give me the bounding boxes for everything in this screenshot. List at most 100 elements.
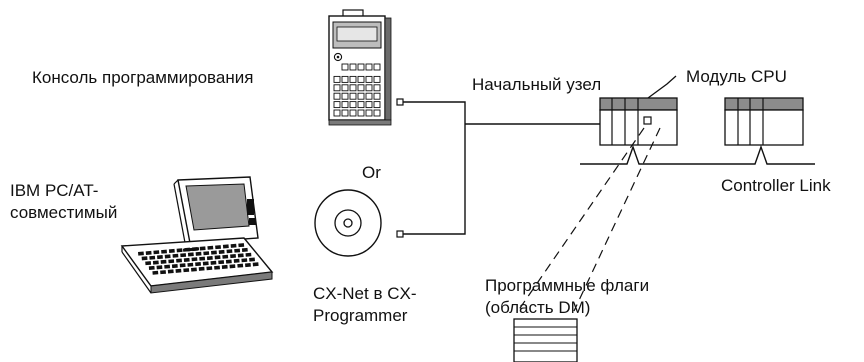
laptop-key <box>148 265 155 270</box>
laptop-key <box>252 262 259 267</box>
console-key <box>357 109 365 117</box>
laptop-key <box>153 250 160 255</box>
console-key <box>349 84 357 92</box>
console-key <box>365 92 373 100</box>
dm-dashed-lines <box>517 127 661 312</box>
laptop-key <box>161 249 167 254</box>
laptop-key <box>237 263 244 268</box>
laptop-key <box>141 256 148 261</box>
controller-link-label: Controller Link <box>721 176 831 195</box>
console-label: Консоль программирования <box>32 68 254 87</box>
plc-rack-icon <box>724 97 804 146</box>
laptop-key <box>168 259 175 264</box>
laptop-key <box>241 247 248 252</box>
console-key <box>333 109 341 117</box>
cd-port-icon <box>396 230 404 238</box>
cxnet-label-line1: CX-Net в CX- <box>313 284 417 303</box>
cpu-module-label: Модуль CPU <box>686 67 787 86</box>
laptop-key <box>238 243 245 248</box>
console-key <box>333 84 341 92</box>
laptop-key <box>225 259 232 264</box>
laptop-key <box>145 250 152 255</box>
laptop-key <box>218 260 225 265</box>
laptop-key <box>160 259 167 264</box>
laptop-computer-icon <box>120 176 274 294</box>
laptop-key <box>226 249 233 254</box>
laptop-key <box>157 255 163 260</box>
laptop-key <box>156 265 163 270</box>
laptop-key <box>245 263 251 268</box>
laptop-key <box>237 253 244 258</box>
cpu-leader-line <box>647 75 677 99</box>
laptop-key <box>229 264 236 269</box>
laptop-key <box>222 244 229 249</box>
dm-memory-table-icon <box>513 318 578 362</box>
laptop-key <box>164 264 171 269</box>
laptop-key <box>191 267 197 272</box>
console-key <box>365 75 373 83</box>
laptop-key <box>199 256 206 261</box>
laptop-key <box>184 247 191 252</box>
console-key <box>349 92 357 100</box>
laptop-key <box>175 268 182 273</box>
laptop-key <box>192 247 198 252</box>
console-key <box>341 63 349 71</box>
laptop-key <box>164 254 171 259</box>
programming-console-icon <box>328 9 392 126</box>
laptop-key <box>203 251 210 256</box>
laptop-key <box>198 266 205 271</box>
laptop-key <box>152 260 159 265</box>
laptop-key <box>195 251 202 256</box>
laptop-key <box>183 257 190 262</box>
console-key <box>357 92 365 100</box>
cxnet-label-line2: Programmer <box>313 306 408 325</box>
console-key <box>341 92 349 100</box>
laptop-key <box>214 255 221 260</box>
laptop-key <box>230 254 236 259</box>
or-label: Or <box>362 163 381 182</box>
pc-label-line1: IBM PC/AT- <box>10 181 99 200</box>
laptop-key <box>202 261 209 266</box>
start-node-label: Начальный узел <box>472 75 602 94</box>
laptop-key <box>187 252 194 257</box>
pc-label-line2: совместимый <box>10 203 118 222</box>
laptop-key <box>168 248 175 253</box>
laptop-key <box>206 266 213 271</box>
laptop-key <box>167 269 174 274</box>
console-key <box>357 75 365 83</box>
flags-label-line1: Программные флаги <box>485 276 650 295</box>
console-key <box>341 101 349 109</box>
laptop-key <box>210 260 217 265</box>
laptop-key <box>183 268 190 273</box>
laptop-key <box>206 256 213 261</box>
laptop-key <box>230 243 237 248</box>
console-key <box>349 63 357 71</box>
laptop-key <box>249 257 255 262</box>
laptop-key <box>191 257 198 262</box>
laptop-key <box>210 250 217 255</box>
laptop-key <box>152 270 159 275</box>
console-key <box>373 109 381 117</box>
console-key <box>333 101 341 109</box>
console-key <box>349 101 357 109</box>
console-key <box>333 75 341 83</box>
start-node-plc-icon <box>599 97 678 146</box>
console-key <box>341 109 349 117</box>
laptop-key <box>176 248 183 253</box>
console-key <box>357 84 365 92</box>
console-key <box>365 109 373 117</box>
console-key <box>357 101 365 109</box>
laptop-key <box>176 258 182 263</box>
controller-link-bus <box>580 144 815 165</box>
console-key <box>373 75 381 83</box>
laptop-key <box>172 253 179 258</box>
laptop-key <box>241 258 248 263</box>
laptop-key <box>218 249 225 254</box>
laptop-key <box>207 245 214 250</box>
laptop-key <box>171 264 178 269</box>
console-key <box>349 109 357 117</box>
console-port-icon <box>396 98 404 106</box>
laptop-key <box>138 251 144 256</box>
laptop-key <box>145 261 152 266</box>
